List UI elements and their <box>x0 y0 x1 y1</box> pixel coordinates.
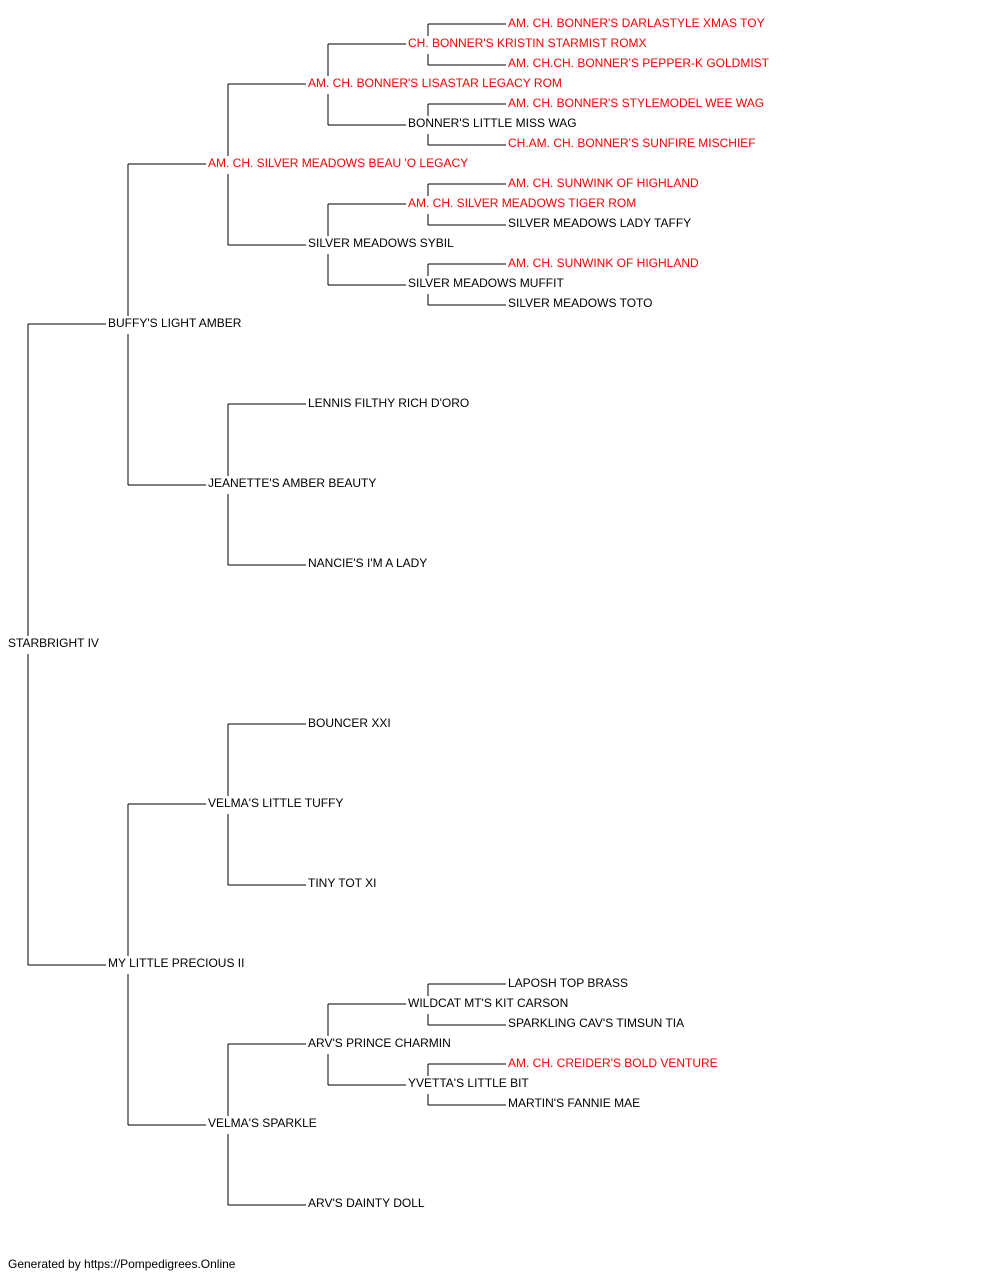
dog-name-gen5: AM. CH. SUNWINK OF HIGHLAND <box>508 256 701 270</box>
dog-name-gen5: AM. CH.CH. BONNER'S PEPPER-K GOLDMIST <box>508 56 771 70</box>
dog-name-gen2: JEANETTE'S AMBER BEAUTY <box>208 476 379 490</box>
dog-name-gen4: AM. CH. SILVER MEADOWS TIGER ROM <box>408 196 639 210</box>
dog-name-gen4: WILDCAT MT'S KIT CARSON <box>408 996 571 1010</box>
dog-name-gen4: BONNER'S LITTLE MISS WAG <box>408 116 579 130</box>
dog-name-gen3: SILVER MEADOWS SYBIL <box>308 236 456 250</box>
dog-name-gen5: SPARKLING CAV'S TIMSUN TIA <box>508 1016 687 1030</box>
dog-name-gen5: AM. CH. BONNER'S STYLEMODEL WEE WAG <box>508 96 767 110</box>
dog-name-gen3: AM. CH. BONNER'S LISASTAR LEGACY ROM <box>308 76 564 90</box>
dog-name-gen4: SILVER MEADOWS MUFFIT <box>408 276 566 290</box>
dog-name-gen3: BOUNCER XXI <box>308 716 393 730</box>
dog-name-gen5: MARTIN'S FANNIE MAE <box>508 1096 643 1110</box>
dog-name-gen5: LAPOSH TOP BRASS <box>508 976 631 990</box>
dog-name-gen1: BUFFY'S LIGHT AMBER <box>108 316 244 330</box>
dog-name-gen3: LENNIS FILTHY RICH D'ORO <box>308 396 472 410</box>
dog-name-gen2: VELMA'S LITTLE TUFFY <box>208 796 346 810</box>
dog-name-gen5: AM. CH. BONNER'S DARLASTYLE XMAS TOY <box>508 16 767 30</box>
dog-name-gen0: STARBRIGHT IV <box>8 636 101 650</box>
dog-name-gen2: VELMA'S SPARKLE <box>208 1116 319 1130</box>
dog-name-gen4: CH. BONNER'S KRISTIN STARMIST ROMX <box>408 36 649 50</box>
dog-name-gen4: YVETTA'S LITTLE BIT <box>408 1076 531 1090</box>
dog-name-gen5: AM. CH. SUNWINK OF HIGHLAND <box>508 176 701 190</box>
generator-credit: Generated by https://Pompedigrees.Online <box>8 1257 236 1271</box>
dog-name-gen3: ARV'S DAINTY DOLL <box>308 1196 427 1210</box>
dog-name-gen5: CH.AM. CH. BONNER'S SUNFIRE MISCHIEF <box>508 136 758 150</box>
dog-name-gen2: AM. CH. SILVER MEADOWS BEAU 'O LEGACY <box>208 156 471 170</box>
dog-name-gen5: SILVER MEADOWS TOTO <box>508 296 655 310</box>
dog-name-gen5: AM. CH. CREIDER'S BOLD VENTURE <box>508 1056 720 1070</box>
dog-name-gen3: TINY TOT XI <box>308 876 379 890</box>
dog-name-gen3: NANCIE'S I'M A LADY <box>308 556 430 570</box>
dog-name-gen5: SILVER MEADOWS LADY TAFFY <box>508 216 694 230</box>
dog-name-gen1: MY LITTLE PRECIOUS II <box>108 956 247 970</box>
dog-name-gen3: ARV'S PRINCE CHARMIN <box>308 1036 453 1050</box>
